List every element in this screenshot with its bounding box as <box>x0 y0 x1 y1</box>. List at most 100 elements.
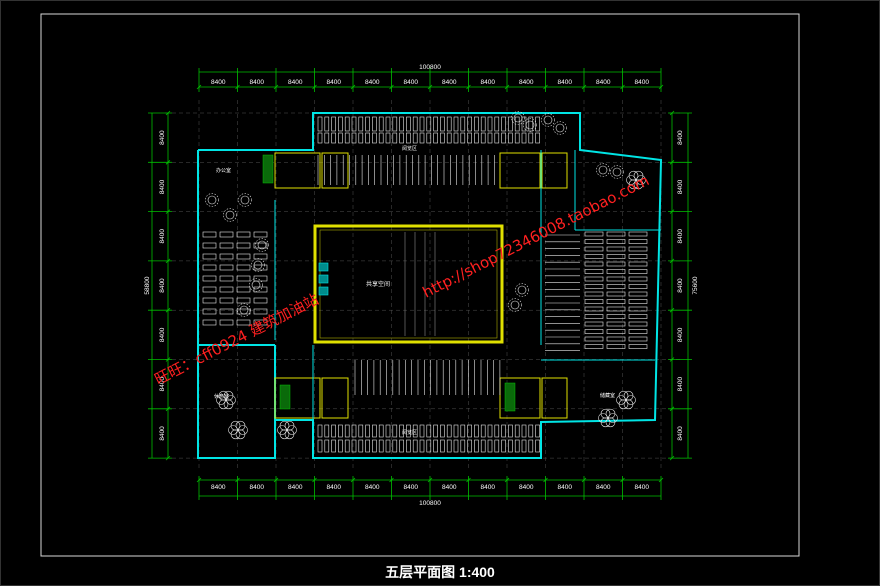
chairs-ring <box>249 278 263 292</box>
dim-bottom-label: 8400 <box>442 484 457 491</box>
tree-canopy <box>230 420 241 431</box>
dim-bottom-label: 8400 <box>288 484 303 491</box>
seat <box>521 116 527 132</box>
seat <box>378 439 384 453</box>
seat <box>535 132 540 144</box>
dim-bottom-label: 8400 <box>211 484 226 491</box>
seat <box>392 439 398 453</box>
bookshelf <box>584 291 604 297</box>
tree-canopy <box>235 420 246 431</box>
bookshelf <box>606 299 626 304</box>
bookshelf <box>628 306 648 312</box>
seat <box>501 132 506 144</box>
dim-right-label: 8400 <box>677 426 684 441</box>
seat <box>399 116 404 132</box>
tree-canopy <box>605 417 616 428</box>
round-table <box>543 115 553 125</box>
dimension-labels: 8400 8400 8400 8400 8400 8400 8400 8400 8400 8400… <box>144 64 699 507</box>
seat <box>331 132 336 144</box>
tree-canopy <box>600 408 611 419</box>
bookshelf <box>628 299 648 304</box>
study-table <box>219 319 234 326</box>
bookshelf <box>628 344 648 349</box>
seat <box>508 439 513 453</box>
dim-left-label: 8400 <box>159 327 166 342</box>
bookshelf <box>606 344 626 349</box>
dim-left-label: 8400 <box>159 229 166 244</box>
bookshelf <box>584 336 604 342</box>
dim-right-label: 8400 <box>677 278 684 293</box>
bookshelf <box>584 306 604 312</box>
seat <box>392 424 398 438</box>
seat <box>487 439 493 453</box>
dim-bottom-label: 8400 <box>519 484 534 491</box>
drawing-frame <box>40 13 800 557</box>
seat <box>446 439 452 453</box>
seat <box>521 424 527 438</box>
seat <box>460 132 466 144</box>
seat <box>399 439 404 453</box>
dim-left-label: 8400 <box>159 426 166 441</box>
seat <box>372 439 377 453</box>
bookshelf <box>628 336 648 342</box>
tree-canopy <box>628 170 639 181</box>
round-table <box>253 260 263 270</box>
study-table <box>219 264 234 271</box>
dim-top-label: 8400 <box>365 79 380 86</box>
seat <box>426 116 432 132</box>
seat <box>535 116 540 132</box>
seat <box>412 116 418 132</box>
study-table <box>236 231 251 238</box>
bookshelf <box>584 276 604 282</box>
seat <box>365 132 370 144</box>
dim-right-label: 8400 <box>677 377 684 392</box>
seat <box>474 116 479 132</box>
study-table <box>202 319 217 326</box>
seat <box>467 132 472 144</box>
bookshelf <box>628 321 648 327</box>
dim-right-total: 75600 <box>692 276 699 294</box>
seat <box>406 116 411 132</box>
seat <box>392 132 398 144</box>
chairs-ring <box>523 118 537 132</box>
seat <box>474 424 479 438</box>
seat <box>385 439 391 453</box>
seat <box>528 439 534 453</box>
chairs-ring <box>511 111 525 125</box>
study-table <box>219 275 234 282</box>
drawing-caption: 五层平面图 1:400 <box>385 564 495 580</box>
study-table <box>253 242 268 249</box>
dim-left-label: 8400 <box>159 278 166 293</box>
seat <box>514 424 520 438</box>
round-table <box>239 305 249 315</box>
seat <box>501 424 506 438</box>
seat <box>480 132 486 144</box>
seat <box>453 424 459 438</box>
tree-canopy <box>623 399 634 410</box>
seat <box>514 439 520 453</box>
seat <box>446 424 452 438</box>
bookshelf <box>628 291 648 297</box>
study-table <box>236 275 251 282</box>
chairs-ring <box>515 283 529 297</box>
tree-canopy <box>618 390 629 401</box>
study-table <box>253 275 268 282</box>
chairs-ring <box>596 163 610 177</box>
tree-canopy <box>605 408 616 419</box>
seat <box>372 116 377 132</box>
dim-bottom-label: 8400 <box>365 484 380 491</box>
study-table <box>202 253 217 260</box>
round-table <box>240 195 250 205</box>
seat <box>521 132 527 144</box>
seat <box>358 439 364 453</box>
bookshelf <box>606 284 626 289</box>
study-table <box>219 308 234 315</box>
seat <box>487 424 493 438</box>
study-table <box>236 242 251 249</box>
seat <box>528 424 534 438</box>
bookshelf <box>606 269 626 274</box>
study-table <box>253 286 268 293</box>
dim-top-total: 100800 <box>419 64 441 71</box>
seat <box>372 424 377 438</box>
label-left-bottom-room: 休息室 <box>214 393 229 400</box>
